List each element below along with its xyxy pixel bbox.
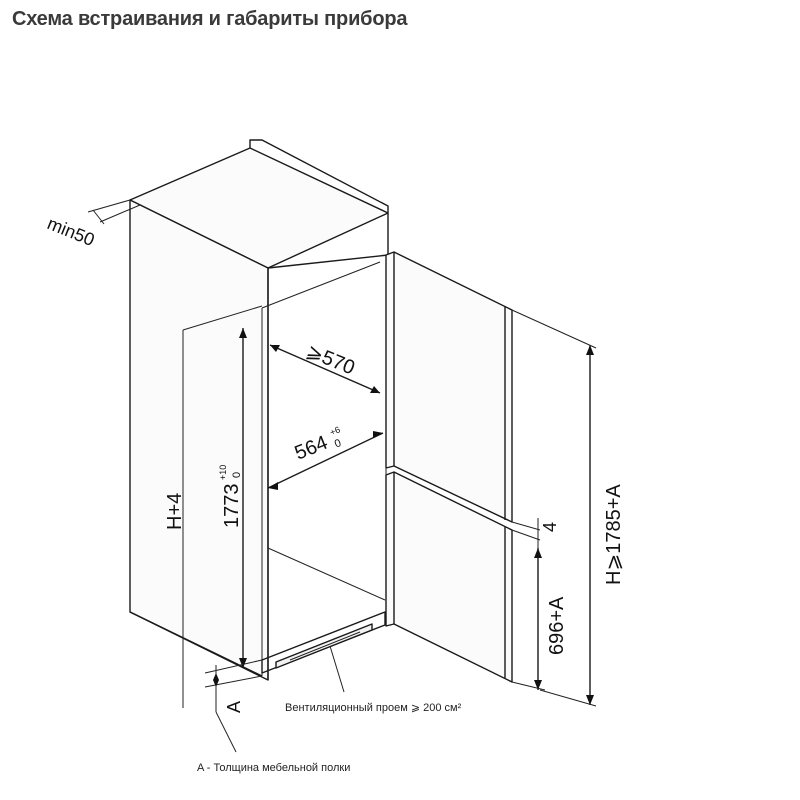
niche-height-label: 1773 xyxy=(221,484,243,529)
niche-height-tol-lower: 0 xyxy=(231,472,243,478)
depth-564-label: 564 xyxy=(292,432,331,465)
depth-564-line xyxy=(267,432,384,489)
dimension-shelf-a: A xyxy=(204,659,263,713)
total-height-label: H⩾1785+A xyxy=(603,484,625,585)
shelf-a-label: A xyxy=(224,701,244,713)
min50-ext-1 xyxy=(87,199,131,213)
h4-label: H+4 xyxy=(164,493,186,530)
dimension-696a: 696+A xyxy=(511,548,568,691)
ventilation-slot-line xyxy=(289,631,361,661)
min50-label: min50 xyxy=(45,213,98,250)
ventilation-callout: Вентиляционный проем ⩾ 200 см² xyxy=(285,645,462,714)
niche-inner-top xyxy=(261,261,381,309)
h4-ext-top xyxy=(182,305,263,331)
depth-570-label: ⩾570 xyxy=(303,340,358,379)
depth-564-tol-upper: +6 xyxy=(328,424,341,437)
depth-564-arrow-left xyxy=(268,482,278,490)
ventilation-leader xyxy=(329,645,345,693)
niche-cabinet xyxy=(129,139,389,681)
niche-height-arrow-top xyxy=(239,328,247,338)
shelf-a-arrow-top xyxy=(213,673,219,680)
shelf-a-arrow-bottom xyxy=(213,680,219,687)
dimension-min50: min50 xyxy=(45,199,141,250)
door-gap-label: 4 xyxy=(540,522,560,532)
depth-570-arrow-left xyxy=(270,345,280,352)
niche-inner-floor-line xyxy=(267,547,386,601)
door-gap-ext-lower xyxy=(511,529,541,541)
dimension-depth-564: 564 +6 0 xyxy=(267,424,384,490)
cabinet-top-rim xyxy=(249,139,389,213)
dimension-total-height: H⩾1785+A xyxy=(511,309,625,707)
ventilation-label: Вентиляционный проем ⩾ 200 см² xyxy=(285,702,462,714)
lower-door-ext xyxy=(511,681,546,691)
shelf-a-ext-top xyxy=(204,659,263,674)
min50-ext-2 xyxy=(99,204,141,223)
dimension-door-gap: 4 xyxy=(537,518,560,548)
lower-door-arrow-top xyxy=(534,548,542,558)
shelf-a-ext-bottom xyxy=(204,675,263,688)
total-height-arrow-top xyxy=(586,345,594,355)
appliance-door xyxy=(385,251,541,683)
total-height-ext-top xyxy=(511,309,597,349)
depth-570-arrow-right xyxy=(370,386,380,393)
lower-door-label: 696+A xyxy=(546,596,568,655)
door-gap-ext-upper xyxy=(511,521,541,531)
total-height-ext-bottom xyxy=(539,689,597,707)
depth-564-label-group: 564 +6 0 xyxy=(292,424,343,465)
depth-570-line xyxy=(269,344,381,394)
lower-door-arrow-bottom xyxy=(534,680,542,690)
page-title: Схема встраивания и габариты прибора xyxy=(12,8,408,30)
dimension-h4: H+4 xyxy=(164,305,263,708)
niche-height-label-group: 1773 +10 0 xyxy=(218,465,243,528)
depth-564-tol-lower: 0 xyxy=(333,437,343,450)
total-height-arrow-bottom xyxy=(586,695,594,705)
plinth-front xyxy=(261,611,386,674)
legend-a-label: A - Толщина мебельной полки xyxy=(197,762,350,774)
dimension-depth-570: ⩾570 xyxy=(269,340,381,394)
legend-a: A - Толщина мебельной полки xyxy=(197,711,350,774)
dimension-1773: 1773 +10 0 xyxy=(218,328,247,668)
niche-top-front-edge xyxy=(267,254,389,269)
cabinet-left-face xyxy=(129,199,269,681)
min50-tick xyxy=(92,209,105,225)
niche-height-tol-upper: +10 xyxy=(218,465,228,480)
niche-height-arrow-bottom xyxy=(239,658,247,668)
legend-a-leader xyxy=(215,711,237,753)
depth-564-arrow-right xyxy=(373,431,383,438)
